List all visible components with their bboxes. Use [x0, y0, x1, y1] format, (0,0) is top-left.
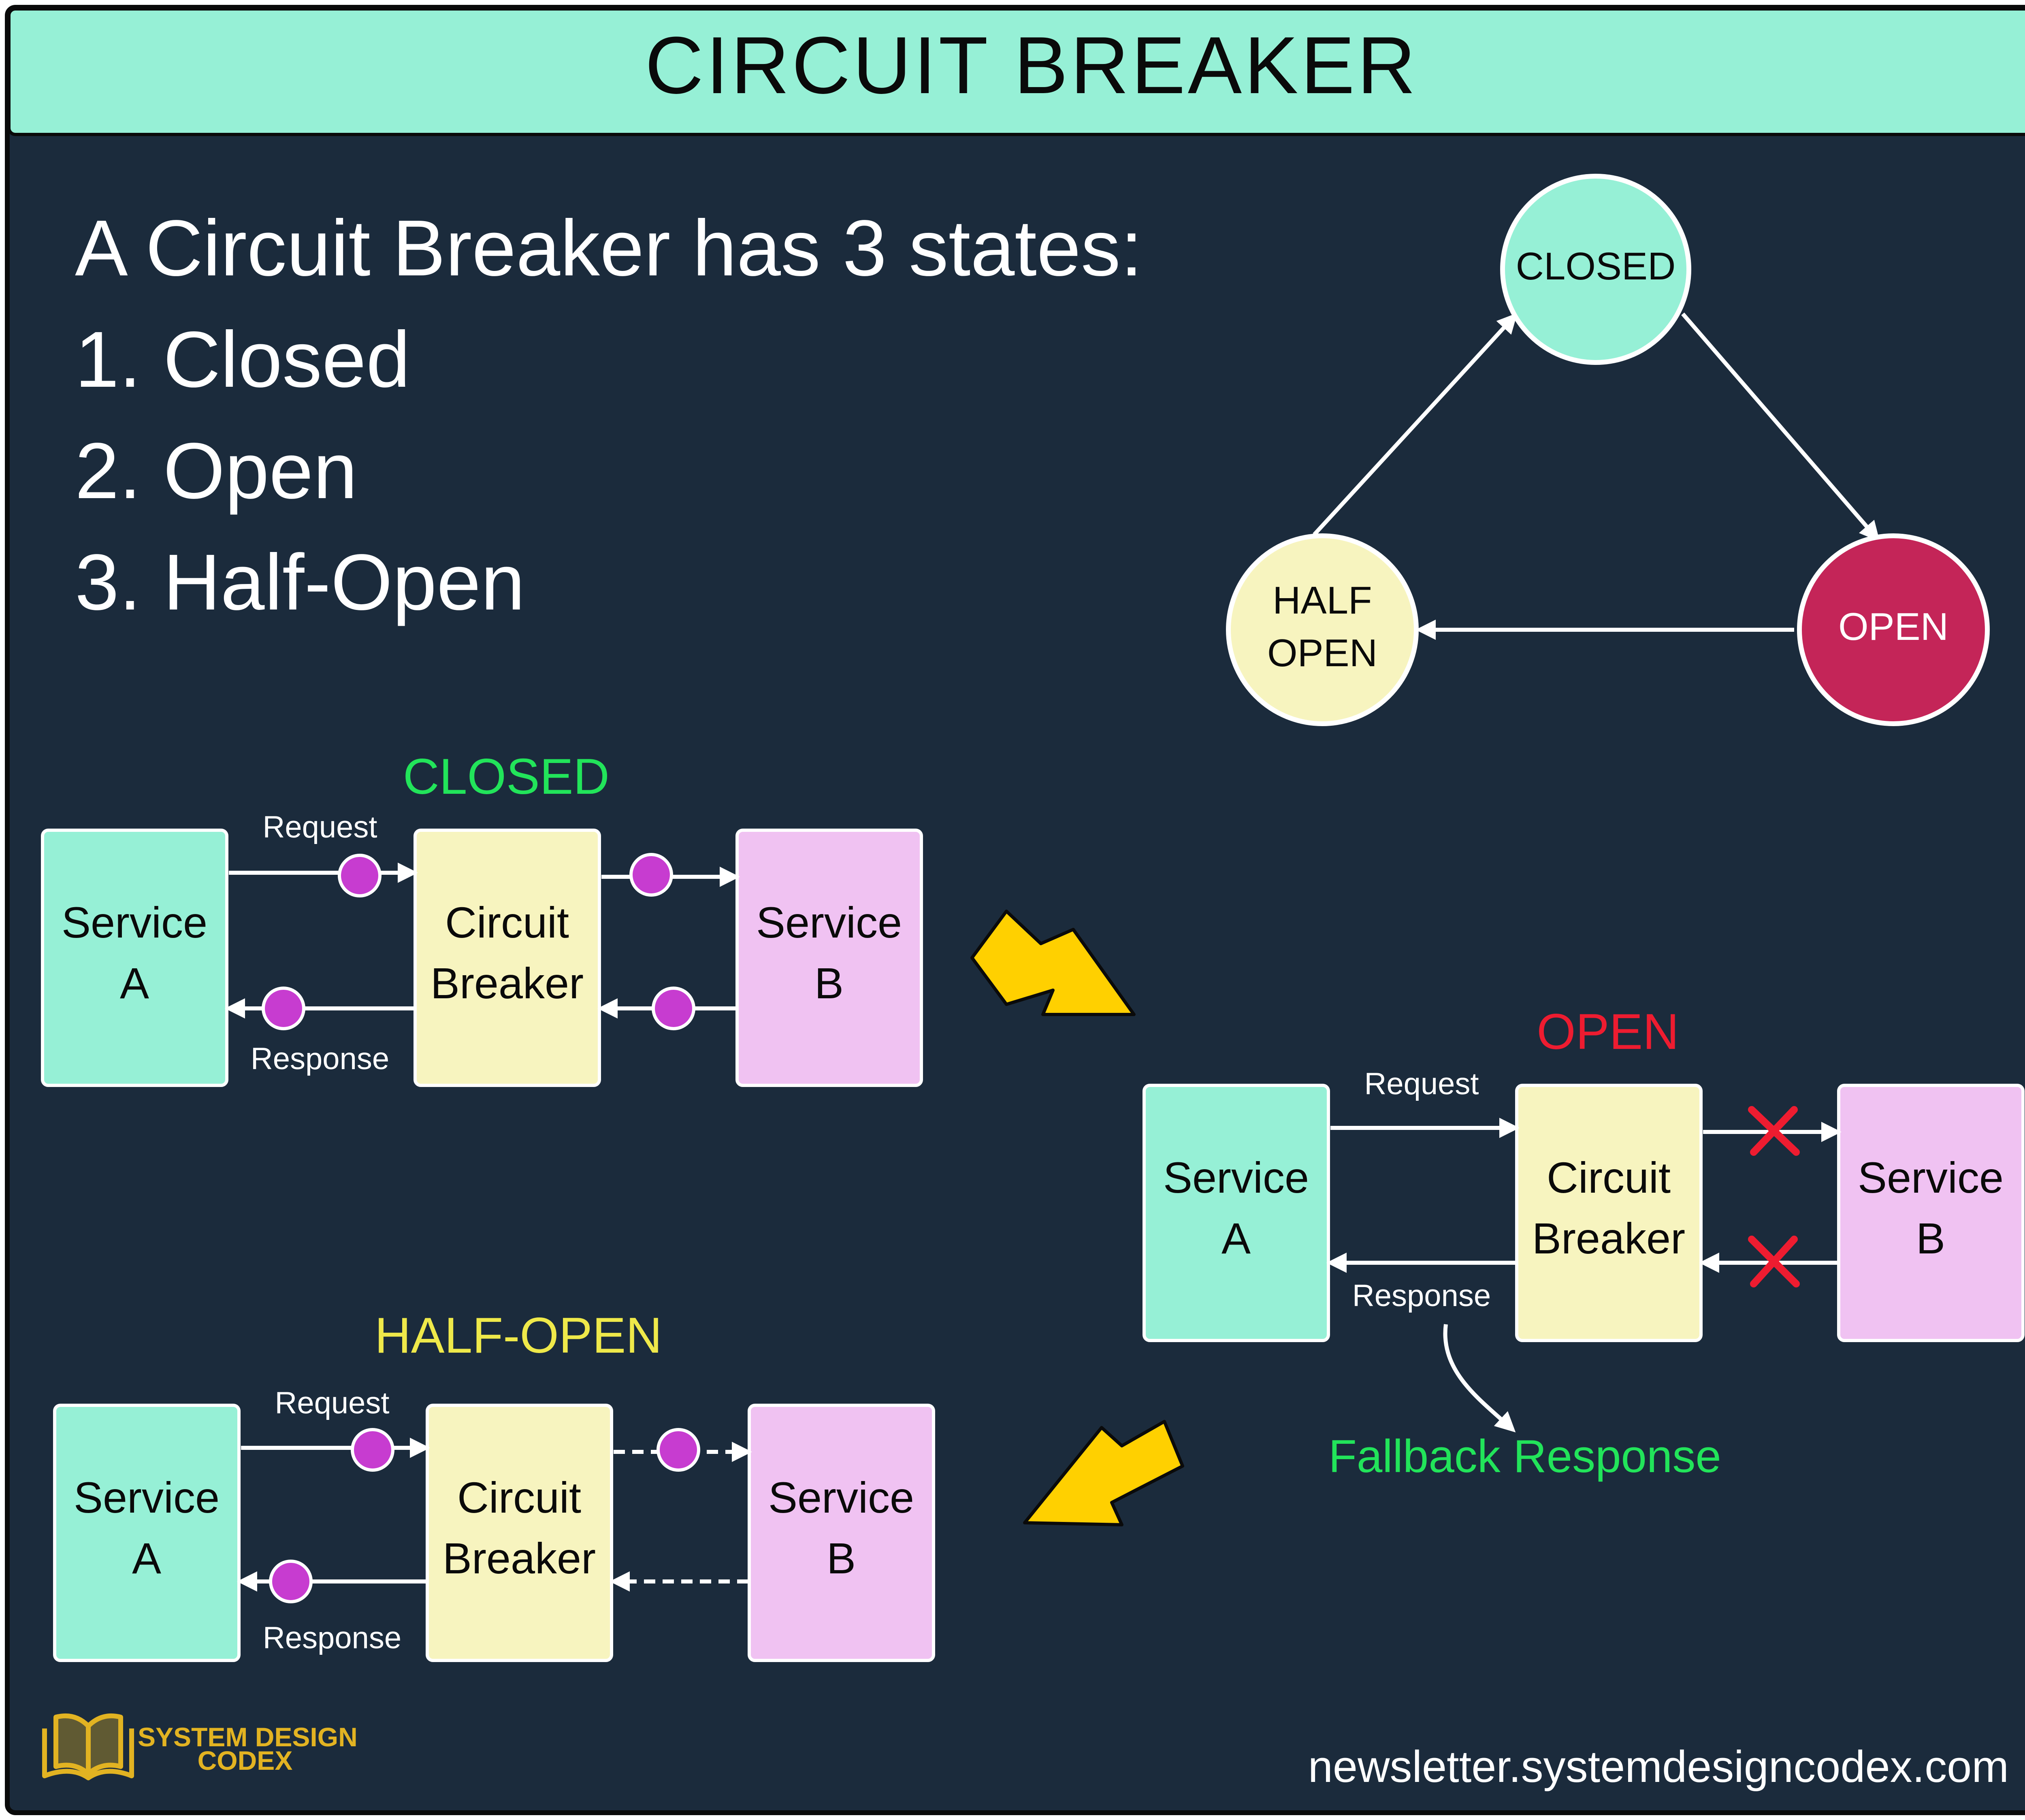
response-label: Response [1352, 1279, 1491, 1313]
panel-closed: CLOSED Service A Circuit Breaker Service… [41, 749, 923, 1087]
circuit-breaker-box [1515, 1084, 1703, 1342]
returned-packet [652, 987, 695, 1030]
state-node-half-open-label-line1: HALF [1273, 579, 1372, 622]
transition-closed-to-open [1681, 312, 1880, 542]
panel-open: OPEN Service A Circuit Breaker Service B… [1143, 1004, 2025, 1482]
blocked-response-x-icon [1748, 1236, 1800, 1287]
service-b-label-line2: B [814, 959, 844, 1008]
fallback-arrow [1443, 1324, 1516, 1432]
service-b-label-line1: Service [768, 1473, 914, 1522]
service-a-label-line1: Service [62, 898, 207, 947]
request-packet [351, 1428, 394, 1472]
forwarded-packet [629, 853, 673, 897]
book-icon [42, 1713, 134, 1780]
service-b-box [748, 1404, 935, 1662]
state-node-half-open-label-line2: OPEN [1267, 631, 1377, 675]
service-b-label-line2: B [827, 1534, 856, 1583]
transition-half-open-to-closed [1313, 313, 1518, 536]
panel-open-title: OPEN [1537, 1004, 1679, 1060]
response-packet [269, 1560, 313, 1603]
panel-half-open-title: HALF-OPEN [375, 1308, 662, 1364]
circuit-breaker-box [426, 1404, 613, 1662]
state-node-closed-label: CLOSED [1516, 245, 1676, 288]
transition-arrow-to-open [970, 910, 1136, 1016]
service-a-label-line1: Service [74, 1473, 220, 1522]
panel-closed-title: CLOSED [403, 749, 610, 805]
state-node-half-open [1226, 533, 1419, 726]
circuit-breaker-label-line1: Circuit [445, 898, 569, 947]
service-a-label-line1: Service [1163, 1153, 1309, 1202]
circuit-breaker-label-line2: Breaker [443, 1534, 596, 1583]
service-a-box [53, 1404, 241, 1662]
service-b-box [1837, 1084, 2025, 1342]
service-a-label-line2: A [120, 959, 149, 1008]
request-packet [338, 854, 382, 897]
response-label: Response [251, 1042, 389, 1076]
response-label: Response [263, 1621, 401, 1655]
intro-item-open: 2. Open [75, 426, 357, 515]
state-diagram: CLOSED OPEN HALF OPEN [1226, 174, 1990, 726]
service-b-label-line1: Service [756, 898, 902, 947]
service-a-label-line2: A [132, 1534, 161, 1583]
service-a-box [1143, 1084, 1330, 1342]
trial-packet [657, 1428, 700, 1472]
transition-arrow-to-half-open [1023, 1420, 1184, 1526]
circuit-breaker-label-line1: Circuit [1547, 1153, 1671, 1202]
circuit-breaker-label-line1: Circuit [457, 1473, 581, 1522]
intro-item-half-open: 3. Half-Open [75, 538, 525, 627]
service-a-box [41, 829, 228, 1087]
service-b-label-line1: Service [1858, 1153, 2004, 1202]
circuit-breaker-label-line2: Breaker [431, 959, 584, 1008]
service-b-label-line2: B [1916, 1214, 1945, 1263]
logo-text-line1: SYSTEM DESIGN [138, 1722, 358, 1752]
fallback-response-label: Fallback Response [1328, 1431, 1721, 1482]
intro-heading: A Circuit Breaker has 3 states: [75, 204, 1143, 292]
logo-text-line2: CODEX [198, 1745, 293, 1775]
blocked-request-x-icon [1748, 1106, 1800, 1156]
request-label: Request [275, 1386, 389, 1420]
state-node-closed [1500, 174, 1691, 365]
circuit-breaker-label-line2: Breaker [1532, 1214, 1685, 1263]
intro-item-closed: 1. Closed [75, 315, 410, 404]
service-a-label-line2: A [1221, 1214, 1251, 1263]
newsletter-url: newsletter.systemdesigncodex.com [1308, 1742, 2009, 1792]
circuit-breaker-box [414, 829, 601, 1087]
response-packet [262, 987, 305, 1030]
page-title: CIRCUIT BREAKER [645, 20, 1418, 111]
brand-logo: SYSTEM DESIGN CODEX [42, 1713, 358, 1780]
request-label: Request [1364, 1067, 1479, 1101]
service-b-box [735, 829, 923, 1087]
panel-half-open: HALF-OPEN Service A Circuit Breaker Serv… [53, 1308, 935, 1662]
request-label: Request [262, 810, 377, 844]
state-node-open-label: OPEN [1838, 605, 1948, 648]
state-node-open [1797, 533, 1990, 726]
title-banner [7, 7, 2025, 136]
